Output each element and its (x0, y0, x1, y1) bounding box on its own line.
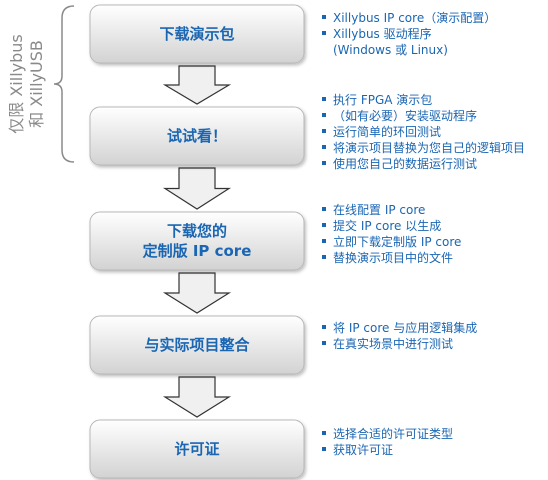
bullet-icon (322, 113, 326, 117)
bullet-icon (322, 31, 326, 35)
bullet-icon (322, 97, 326, 101)
bullet-item: 选择合适的许可证类型 (333, 426, 453, 441)
arrow-down-icon (162, 167, 232, 210)
bullet-list-2: 执行 FPGA 演示包（如有必要）安装驱动程序运行简单的环回测试将演示项目替换为… (322, 92, 525, 171)
step-title: 下载演示包 (159, 25, 234, 43)
bullet-item: 在线配置 IP core (333, 203, 425, 217)
bullet-item: 获取许可证 (333, 443, 393, 457)
step-title: 与实际项目整合 (144, 336, 250, 354)
bullet-lists: Xillybus IP core（演示配置）Xillybus 驱动程序 (Wind… (322, 10, 525, 457)
bullet-item: 使用您自己的数据运行测试 (333, 156, 477, 171)
step-title: 定制版 IP core (143, 242, 252, 260)
side-note-line-1: 仅限 Xillybus (7, 34, 26, 134)
bullet-item: 提交 IP core 以生成 (333, 218, 441, 233)
side-note: 仅限 Xillybus 和 XillyUSB (7, 34, 46, 134)
bullet-item: （如有必要）安装驱动程序 (333, 108, 477, 123)
bullet-icon (322, 223, 326, 227)
bullet-icon (322, 255, 326, 259)
bullet-icon (322, 341, 326, 345)
bullet-item: 运行简单的环回测试 (333, 124, 441, 139)
bullet-icon (322, 447, 326, 451)
side-bracket (53, 5, 75, 163)
bullet-icon (322, 239, 326, 243)
step-box-4: 与实际项目整合 (89, 315, 305, 375)
bullet-icon (322, 207, 326, 211)
arrow-down-icon (162, 272, 232, 314)
arrows (162, 65, 232, 418)
bullet-item: 替换演示项目中的文件 (333, 250, 453, 265)
bullet-icon (322, 15, 326, 19)
side-note-line-2: 和 XillyUSB (27, 40, 46, 128)
step-box-shape (89, 4, 305, 64)
arrow-down-icon (162, 65, 232, 105)
step-box-shape (89, 419, 305, 479)
step-box-1: 下载演示包 (89, 4, 305, 64)
bullet-icon (322, 145, 326, 149)
bullet-item: 将演示项目替换为您自己的逻辑项目 (333, 140, 525, 155)
bullet-item: 立即下载定制版 IP core (333, 234, 461, 249)
step-box-2: 试试看！ (89, 106, 305, 166)
bullet-item: 执行 FPGA 演示包 (333, 92, 432, 107)
bullet-icon (322, 161, 326, 165)
bullet-item: Xillybus IP core（演示配置） (333, 10, 496, 25)
step-title: 许可证 (174, 440, 219, 458)
bullet-icon (322, 431, 326, 435)
step-box-5: 许可证 (89, 419, 305, 479)
bullet-item: 在真实场景中进行测试 (333, 336, 453, 351)
bullet-icon (322, 325, 326, 329)
bullet-item: 将 IP core 与应用逻辑集成 (333, 320, 477, 335)
step-title: 下载您的 (167, 222, 227, 240)
step-box-shape (89, 315, 305, 375)
bullet-item: (Windows 或 Linux) (333, 43, 448, 57)
step-box-shape (89, 106, 305, 166)
bullet-item: Xillybus 驱动程序 (333, 26, 432, 41)
bullet-icon (322, 129, 326, 133)
bullet-list-1: Xillybus IP core（演示配置）Xillybus 驱动程序 (Wind… (322, 10, 496, 57)
arrow-down-icon (162, 376, 232, 418)
step-box-shape (89, 211, 305, 271)
step-title: 试试看！ (167, 127, 227, 145)
